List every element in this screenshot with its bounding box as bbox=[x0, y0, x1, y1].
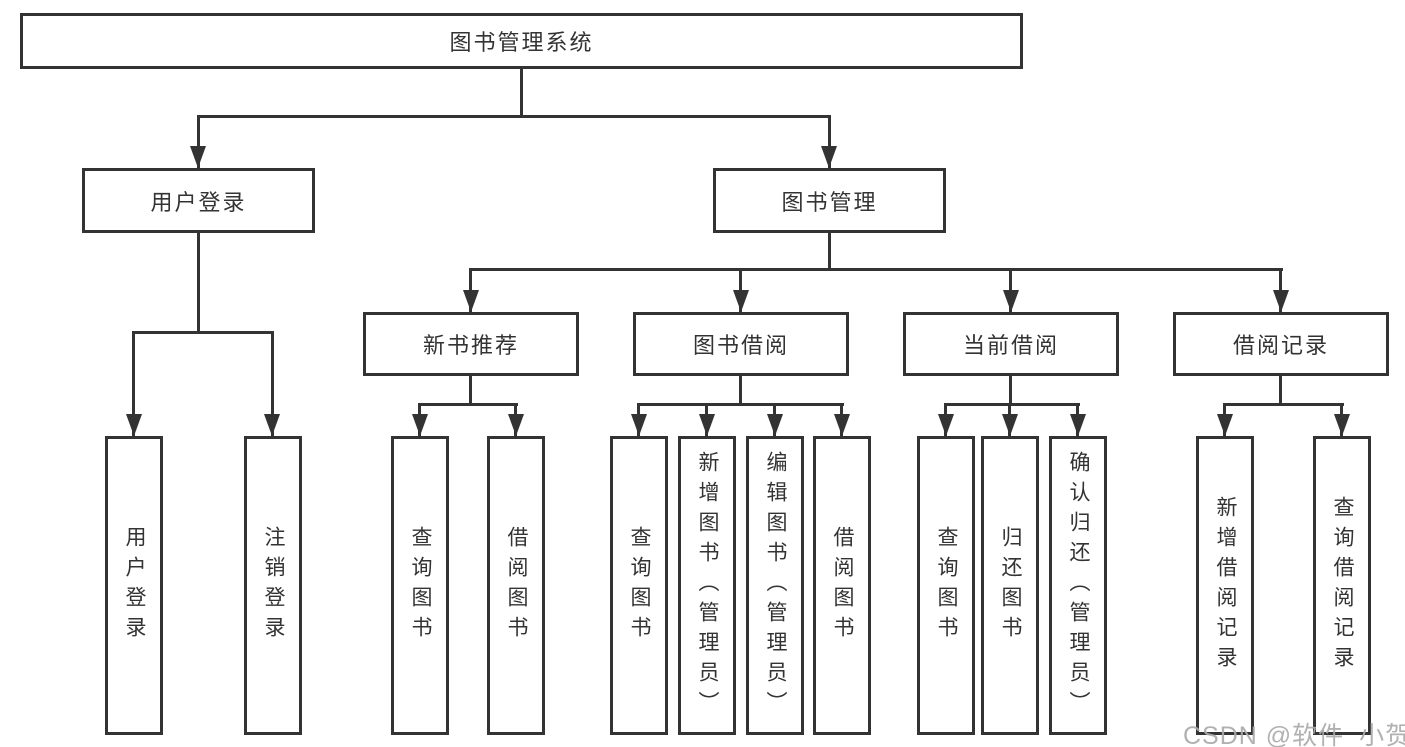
connector-vline bbox=[1279, 376, 1282, 406]
node-book-borrow: 图书借阅 bbox=[633, 312, 849, 376]
connector-vline bbox=[1009, 376, 1012, 406]
connector-arrowhead bbox=[1334, 414, 1350, 436]
leaf-borrow-borrow-books: 借阅图书 bbox=[813, 436, 871, 735]
connector-arrowhead bbox=[508, 414, 524, 436]
connector-arrowhead bbox=[190, 146, 206, 168]
connector-hline bbox=[132, 331, 274, 334]
connector-arrowhead bbox=[1273, 290, 1289, 312]
leaf-current-return-books: 归还图书 bbox=[981, 436, 1039, 735]
connector-arrowhead bbox=[821, 146, 837, 168]
leaf-current-query-books: 查询图书 bbox=[917, 436, 975, 735]
leaf-records-add-record: 新增借阅记录 bbox=[1196, 436, 1254, 735]
connector-hline bbox=[944, 403, 1080, 406]
connector-vline bbox=[739, 376, 742, 406]
connector-arrowhead bbox=[834, 414, 850, 436]
connector-hline bbox=[1223, 403, 1344, 406]
connector-arrowhead bbox=[126, 414, 142, 436]
connector-arrowhead bbox=[938, 414, 954, 436]
connector-vline bbox=[520, 69, 523, 118]
node-borrow-records: 借阅记录 bbox=[1173, 312, 1389, 376]
node-user-login: 用户登录 bbox=[82, 168, 315, 233]
connector-vline bbox=[132, 331, 135, 436]
leaf-newbook-query-books: 查询图书 bbox=[391, 436, 449, 735]
connector-hline bbox=[469, 268, 1283, 271]
leaf-records-query-record: 查询借阅记录 bbox=[1313, 436, 1371, 735]
connector-arrowhead bbox=[1217, 414, 1233, 436]
connector-hline bbox=[418, 403, 518, 406]
connector-hline bbox=[197, 115, 831, 118]
node-book-management: 图书管理 bbox=[713, 168, 946, 233]
connector-arrowhead bbox=[699, 414, 715, 436]
connector-vline bbox=[197, 115, 200, 168]
connector-arrowhead bbox=[1002, 414, 1018, 436]
connector-vline bbox=[828, 233, 831, 271]
node-root: 图书管理系统 bbox=[20, 13, 1023, 69]
connector-arrowhead bbox=[631, 414, 647, 436]
connector-arrowhead bbox=[1003, 290, 1019, 312]
connector-vline bbox=[271, 331, 274, 436]
leaf-current-confirm-return-admin: 确认归还（管理员） bbox=[1049, 436, 1107, 735]
connector-arrowhead bbox=[1070, 414, 1086, 436]
node-current-borrow: 当前借阅 bbox=[903, 312, 1119, 376]
connector-arrowhead bbox=[733, 290, 749, 312]
connector-vline bbox=[469, 376, 472, 406]
csdn-watermark: CSDN @软件_小贺同学 bbox=[1183, 722, 1405, 747]
leaf-borrow-edit-books-admin: 编辑图书（管理员） bbox=[746, 436, 804, 735]
leaf-login: 用户登录 bbox=[105, 436, 163, 735]
leaf-borrow-add-books-admin: 新增图书（管理员） bbox=[678, 436, 736, 735]
leaf-borrow-query-books: 查询图书 bbox=[610, 436, 668, 735]
connector-vline bbox=[197, 233, 200, 334]
leaf-logout: 注销登录 bbox=[244, 436, 302, 735]
connector-arrowhead bbox=[412, 414, 428, 436]
leaf-newbook-borrow-books: 借阅图书 bbox=[487, 436, 545, 735]
connector-hline bbox=[637, 403, 844, 406]
connector-arrowhead bbox=[264, 414, 280, 436]
node-new-book-recommend: 新书推荐 bbox=[363, 312, 579, 376]
connector-vline bbox=[828, 115, 831, 168]
connector-arrowhead bbox=[767, 414, 783, 436]
connector-arrowhead bbox=[463, 290, 479, 312]
